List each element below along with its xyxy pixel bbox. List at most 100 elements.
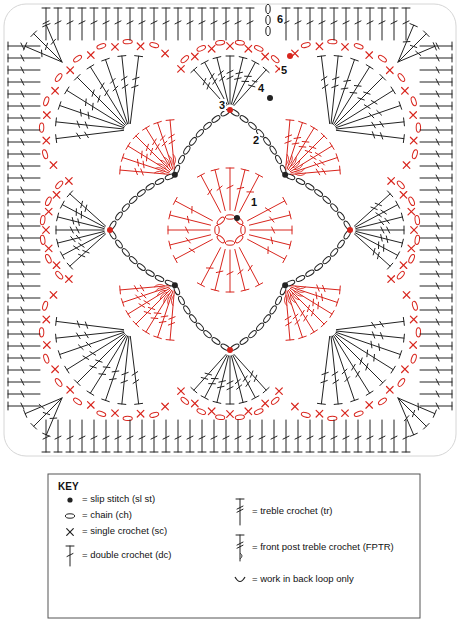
dc-symbol	[66, 8, 74, 40]
chain-symbol	[145, 269, 155, 278]
stitch-line	[21, 331, 24, 337]
stitch-line	[402, 452, 410, 453]
stitch-line	[192, 400, 199, 407]
stitch-line	[436, 211, 439, 217]
stitch-line	[210, 74, 214, 79]
stitch-line	[247, 191, 254, 192]
stitch-line	[208, 189, 212, 194]
stitch-line	[231, 356, 243, 403]
stitch-line	[78, 219, 79, 226]
chain-symbol	[44, 196, 52, 206]
stitch-line	[66, 546, 74, 547]
stitch-line	[410, 45, 416, 47]
dc-symbol	[114, 8, 122, 40]
post-hook	[171, 295, 174, 306]
stitch-line	[86, 342, 91, 347]
chain-symbol	[239, 336, 249, 345]
stitch-line	[227, 43, 234, 50]
stitch-line	[191, 67, 197, 72]
stitch-line	[217, 186, 222, 190]
dc-symbol	[8, 138, 40, 146]
stitch-line	[112, 44, 119, 51]
stitch-line	[373, 248, 375, 254]
stitch-line	[423, 31, 429, 37]
stitch-line	[55, 317, 57, 325]
treble-symbol	[56, 331, 124, 342]
stitch-line	[174, 452, 182, 453]
stitch-line	[74, 246, 79, 250]
stitch-line	[452, 366, 453, 374]
round-number: 2	[252, 134, 260, 146]
stitch-line	[294, 137, 301, 139]
stitch-line	[8, 150, 9, 158]
fptr-symbol	[120, 284, 169, 293]
stitch-line	[169, 140, 175, 144]
chain-symbol	[114, 211, 123, 221]
stitch-line	[199, 436, 205, 439]
stitch-line	[115, 436, 121, 439]
stitch-line	[299, 336, 307, 339]
chain-symbol	[55, 180, 64, 190]
stitch-line	[364, 92, 370, 94]
stitch-line	[237, 542, 243, 545]
stitch-line	[141, 151, 143, 158]
stitch-line	[227, 76, 233, 79]
stitch-line	[436, 307, 439, 313]
treble-symbol	[102, 58, 128, 124]
dc-symbol	[354, 8, 362, 40]
stitch-line	[140, 285, 144, 291]
stitch-line	[371, 207, 377, 209]
stitch-line	[342, 410, 349, 417]
chain-symbol	[414, 235, 420, 245]
stitch-line	[192, 400, 199, 407]
stitch-line	[166, 8, 167, 40]
stitch-line	[8, 42, 9, 50]
stitch-line	[8, 202, 40, 203]
stitch-line	[436, 91, 439, 97]
stitch-line	[331, 21, 337, 24]
stitch-line	[8, 46, 40, 47]
sc-symbol	[410, 316, 417, 323]
sc-symbol	[178, 388, 185, 395]
round-number: 4	[257, 82, 265, 94]
stitch-line	[354, 85, 361, 87]
chain-symbol	[65, 514, 74, 518]
stitch-line	[335, 90, 393, 126]
stitch-line	[78, 8, 86, 9]
stitch-line	[436, 259, 439, 265]
chain-symbol	[336, 211, 345, 221]
stitch-line	[8, 226, 40, 227]
stitch-line	[436, 235, 439, 241]
chain-symbol	[203, 121, 213, 130]
stitch-line	[8, 274, 40, 275]
dc-symbol	[420, 138, 452, 146]
stitch-line	[192, 53, 199, 60]
stitch-line	[321, 77, 327, 81]
stitch-line	[121, 299, 124, 307]
stitch-line	[452, 114, 453, 122]
stitch-line	[8, 286, 40, 287]
stitch-line	[70, 8, 71, 40]
chain-symbol	[322, 195, 332, 204]
stitch-line	[436, 103, 439, 109]
stitch-line	[137, 159, 139, 166]
fptr-symbol	[288, 126, 317, 170]
stitch-line	[201, 248, 221, 285]
key-symbols	[65, 497, 245, 581]
stitch-line	[283, 256, 287, 263]
chain-symbol	[270, 55, 280, 64]
stitch-line	[8, 70, 40, 71]
treble-symbol	[239, 173, 262, 212]
stitch-line	[270, 217, 274, 222]
stitch-line	[21, 307, 24, 313]
sc-symbol	[227, 43, 234, 50]
stitch-line	[191, 206, 192, 213]
stitch-line	[119, 286, 121, 294]
stitch-line	[119, 166, 121, 174]
stitch-line	[25, 398, 62, 414]
stitch-line	[227, 411, 234, 418]
stitch-line	[87, 65, 94, 69]
stitch-line	[209, 383, 216, 384]
sc-symbol	[192, 53, 199, 60]
